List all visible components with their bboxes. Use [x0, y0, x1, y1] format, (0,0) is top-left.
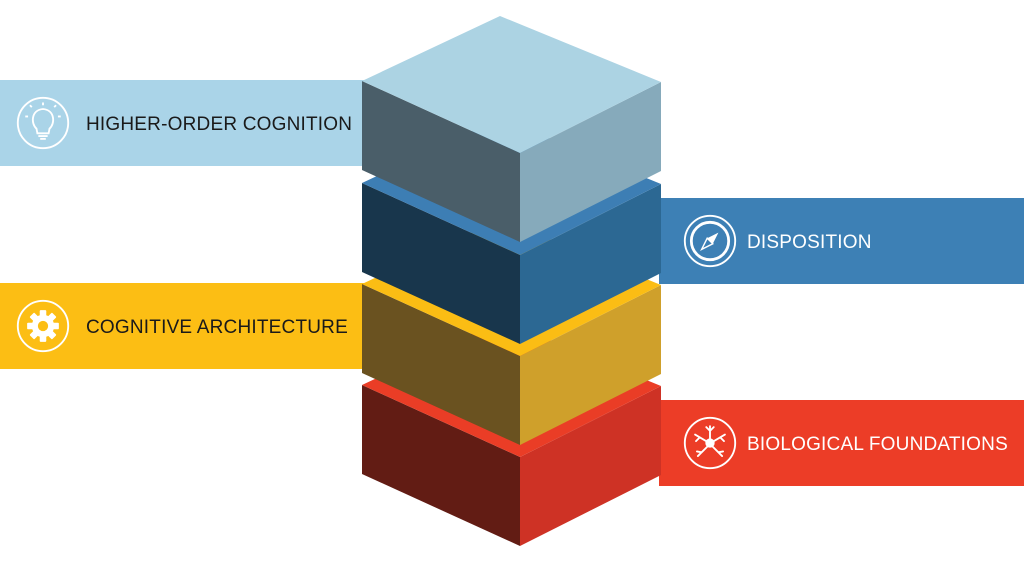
higher-order-cognition-block-right-face [520, 82, 661, 242]
compass-icon [683, 214, 737, 268]
cognitive-architecture-block-right-face [520, 285, 661, 445]
disposition-banner [659, 198, 1024, 284]
higher-order-cognition-banner [0, 80, 364, 166]
higher-order-cognition-block-top-face [362, 16, 661, 153]
higher-order-cognition-label: HIGHER-ORDER COGNITION [86, 114, 352, 135]
cognitive-architecture-banner [0, 283, 364, 369]
disposition-block-right-face [520, 184, 661, 344]
biological-foundations-block-right-face [520, 386, 661, 546]
cognitive-architecture-label: COGNITIVE ARCHITECTURE [86, 317, 348, 338]
disposition-block-left-face [362, 183, 520, 344]
cognitive-architecture-block-left-face [362, 284, 520, 445]
higher-order-cognition-block-left-face [362, 81, 520, 242]
biological-foundations-block-left-face [362, 385, 520, 546]
layer-higher-order-cognition: HIGHER-ORDER COGNITION [0, 16, 661, 242]
biological-foundations-label: BIOLOGICAL FOUNDATIONS [747, 434, 1008, 455]
disposition-label: DISPOSITION [747, 232, 872, 253]
biological-foundations-banner [659, 400, 1024, 486]
